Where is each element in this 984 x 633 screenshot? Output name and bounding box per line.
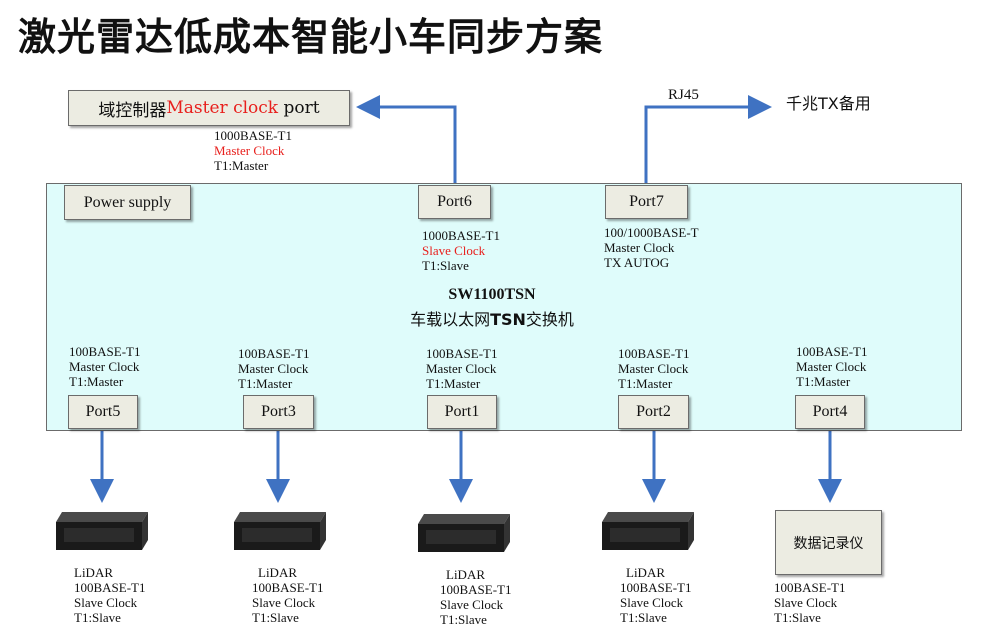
data-recorder-box: 数据记录仪 xyxy=(775,510,882,575)
rj45-label: RJ45 xyxy=(668,87,699,103)
lidar-device-icon xyxy=(234,512,326,550)
port3-box[interactable]: Port3 xyxy=(243,395,314,429)
switch-description: 车载以太网TSN交换机 xyxy=(410,310,574,329)
lidar-device-icon xyxy=(418,514,510,552)
switch-body xyxy=(46,183,962,431)
lidar-device-icon xyxy=(56,512,148,550)
port6-spec: 1000BASE-T1 Slave Clock T1:Slave xyxy=(422,228,500,273)
port4-box[interactable]: Port4 xyxy=(795,395,865,429)
domain-controller-highlight: Master clock xyxy=(166,98,279,118)
port7-box[interactable]: Port7 xyxy=(605,185,688,219)
port7-spec: 100/1000BASE-T Master Clock TX AUTOG xyxy=(604,225,699,270)
gigabit-tx-backup-label: 千兆TX备用 xyxy=(786,94,871,113)
port7-rj45-arrow xyxy=(644,95,772,187)
domain-controller-spec: 1000BASE-T1 Master Clock T1:Master xyxy=(214,128,292,173)
lidar-device-icon xyxy=(602,512,694,550)
port6-box[interactable]: Port6 xyxy=(418,185,491,219)
port1-box[interactable]: Port1 xyxy=(427,395,497,429)
domain-controller-suffix: port xyxy=(278,98,320,118)
domain-controller-prefix: 域控制器 xyxy=(98,100,167,121)
port2-box[interactable]: Port2 xyxy=(618,395,689,429)
switch-model: SW1100TSN xyxy=(448,286,536,303)
domain-controller-box: 域控制器 Master clock port xyxy=(68,90,350,126)
page-title: 激光雷达低成本智能小车同步方案 xyxy=(18,15,604,59)
power-supply-box: Power supply xyxy=(64,185,191,220)
port5-box[interactable]: Port5 xyxy=(68,395,138,429)
port6-uplink-arrow xyxy=(356,95,457,187)
